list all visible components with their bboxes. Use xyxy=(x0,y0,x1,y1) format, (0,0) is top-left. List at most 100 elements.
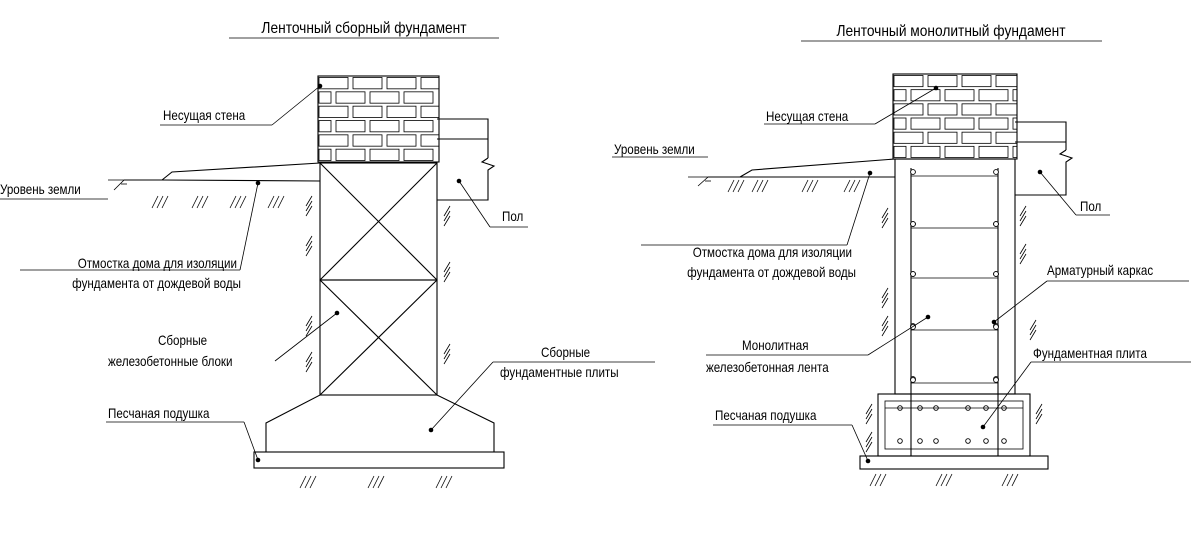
hatch-stroke xyxy=(239,195,247,209)
brick xyxy=(335,148,366,161)
left-floor-slab xyxy=(437,118,496,201)
hatch-stroke xyxy=(443,353,451,365)
brick xyxy=(403,120,434,133)
hatch-stroke xyxy=(881,320,889,332)
hatch-stroke xyxy=(1011,473,1019,487)
brick xyxy=(386,77,417,90)
brick xyxy=(893,131,924,144)
hatch-stroke xyxy=(865,413,873,425)
brick xyxy=(927,75,958,88)
hatch-stroke xyxy=(881,297,889,309)
left-label-plates-line2: фундаментные плиты xyxy=(500,365,619,380)
brick xyxy=(386,134,417,147)
brick xyxy=(910,89,941,102)
hatch-stroke xyxy=(1035,413,1043,425)
hatch-stroke xyxy=(305,240,313,252)
hatch-stroke xyxy=(377,475,385,489)
brick xyxy=(1012,145,1018,158)
hatch-stroke xyxy=(1029,329,1037,341)
rebar-bar xyxy=(993,221,999,227)
left-blind-area xyxy=(108,162,321,191)
left-brick-wall xyxy=(317,75,440,163)
hatch-stroke xyxy=(443,205,451,217)
brick xyxy=(995,103,1018,116)
right-floor-slab xyxy=(1015,121,1074,196)
hatch-stroke xyxy=(865,431,873,443)
right-label-ground: Уровень земли xyxy=(614,142,695,157)
brick xyxy=(369,91,400,104)
left-label-floor: Пол xyxy=(502,209,523,224)
brick xyxy=(927,131,958,144)
hatch-stroke xyxy=(1001,473,1009,487)
brick xyxy=(335,91,366,104)
hatch-stroke xyxy=(191,195,199,209)
hatch-stroke xyxy=(756,179,764,193)
brick xyxy=(893,75,924,88)
hatch-stroke xyxy=(151,195,159,209)
hatch-stroke xyxy=(853,179,861,193)
hatch-stroke xyxy=(737,179,745,193)
brick xyxy=(1012,89,1018,102)
left-title: Ленточный сборный фундамент xyxy=(261,19,466,37)
hatch-stroke xyxy=(881,212,889,224)
rebar-bar xyxy=(910,271,916,277)
hatch-stroke xyxy=(811,179,819,193)
hatch-stroke xyxy=(806,179,814,193)
hatch-stroke xyxy=(443,348,451,360)
brick xyxy=(352,77,383,90)
hatch-stroke xyxy=(801,179,809,193)
brick xyxy=(961,103,992,116)
hatch-stroke xyxy=(229,195,237,209)
hatch-stroke xyxy=(727,179,735,193)
right-label-rebar: Арматурный каркас xyxy=(1047,263,1153,278)
left-label-sand: Песчаная подушка xyxy=(108,406,209,421)
hatch-stroke xyxy=(881,325,889,337)
hatch-stroke xyxy=(277,195,285,209)
slab-rebar-bar xyxy=(933,438,939,444)
hatch-stroke xyxy=(935,473,943,487)
brick xyxy=(420,105,440,118)
hatch-stroke xyxy=(881,287,889,299)
brick xyxy=(352,105,383,118)
brick xyxy=(927,103,958,116)
brick xyxy=(403,148,434,161)
hatch-stroke xyxy=(1019,248,1027,260)
left-label-blocks-line1: Сборные xyxy=(158,333,207,348)
brick xyxy=(893,89,907,102)
hatch-stroke xyxy=(865,403,873,415)
brick xyxy=(420,77,440,90)
brick xyxy=(1012,117,1018,130)
hatch-stroke xyxy=(732,179,740,193)
hatch-stroke xyxy=(445,475,453,489)
hatch-stroke xyxy=(869,473,877,487)
brick xyxy=(910,117,941,130)
right-slab-inner xyxy=(884,400,1024,450)
hatch-stroke xyxy=(881,292,889,304)
brick xyxy=(893,145,907,158)
hatch-stroke xyxy=(1019,215,1027,227)
left-label-blocks-line2: железобетонные блоки xyxy=(108,354,232,369)
left-soil-hatching xyxy=(151,195,453,489)
hatch-stroke xyxy=(305,361,313,373)
brick xyxy=(318,134,349,147)
hatch-stroke xyxy=(1029,319,1037,331)
hatch-stroke xyxy=(305,205,313,217)
right-label-sand: Песчаная подушка xyxy=(715,408,816,423)
hatch-stroke xyxy=(304,475,312,489)
rebar-bar xyxy=(993,324,999,330)
right-foundation-slab xyxy=(877,393,1031,457)
hatch-stroke xyxy=(1019,243,1027,255)
hatch-stroke xyxy=(443,210,451,222)
brick xyxy=(386,105,417,118)
hatch-stroke xyxy=(367,475,375,489)
rebar-bar xyxy=(910,169,916,175)
hatch-stroke xyxy=(843,179,851,193)
slab-rebar-bar xyxy=(965,438,971,444)
right-label-blind-area-line1: Отмостка дома для изоляции xyxy=(693,245,852,260)
right-label-floor: Пол xyxy=(1080,199,1101,214)
brick xyxy=(978,117,1009,130)
hatch-stroke xyxy=(305,320,313,332)
right-brick-wall xyxy=(892,73,1018,160)
hatch-stroke xyxy=(267,195,275,209)
